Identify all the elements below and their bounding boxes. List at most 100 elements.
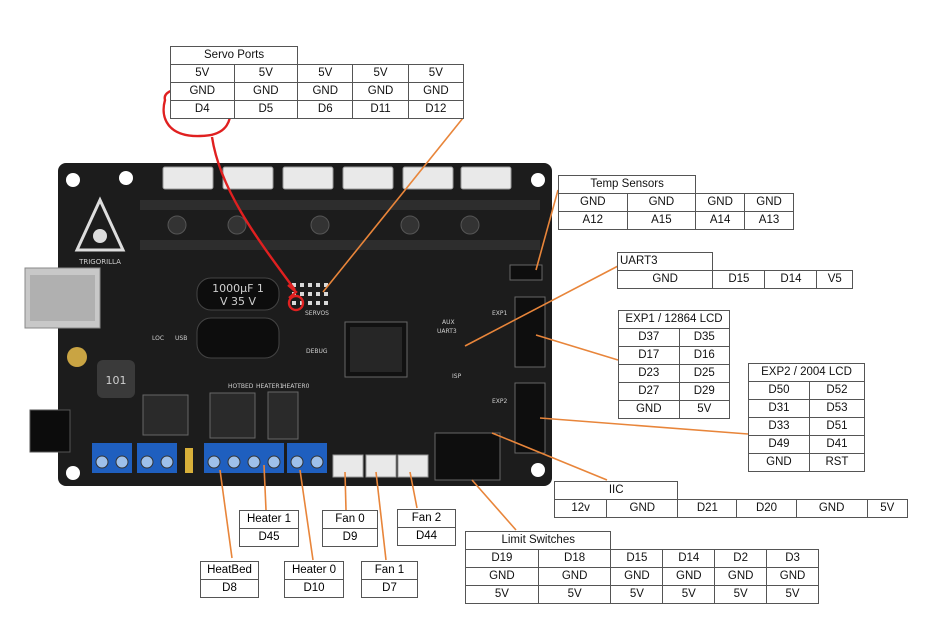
label-pin: D45 [240, 528, 298, 546]
table-cell: D31 [748, 399, 810, 418]
table-cell: D16 [678, 346, 731, 365]
table-cell: D12 [407, 100, 465, 119]
table-cell: GND [714, 567, 768, 586]
table-cell: D4 [170, 100, 235, 119]
table-cell: 5V [407, 64, 465, 83]
table-cell: 5V [537, 585, 612, 604]
table-cell: D52 [808, 381, 866, 400]
table-cell: A13 [744, 211, 794, 230]
exp2-title: EXP2 / 2004 LCD [748, 363, 865, 382]
svg-text:UART3: UART3 [437, 328, 457, 335]
table-cell: GND [744, 193, 794, 212]
fan1-label: Fan 1 D7 [361, 561, 418, 598]
table-cell: D17 [618, 346, 680, 365]
svg-text:HEATER0: HEATER0 [282, 383, 310, 390]
iic-table: IIC 12v GND D21 D20 GND 5V [553, 481, 909, 518]
svg-text:EXP1: EXP1 [492, 310, 508, 317]
table-cell: 5V [662, 585, 716, 604]
table-cell: 5V [866, 499, 909, 518]
table-cell: GND [465, 567, 539, 586]
svg-text:EXP2: EXP2 [492, 398, 508, 405]
table-cell: GND [407, 82, 465, 101]
table-cell: V5 [816, 270, 853, 289]
table-cell: 5V [170, 64, 235, 83]
uart3-title: UART3 [616, 252, 714, 271]
table-cell: 5V [297, 64, 354, 83]
table-cell: GND [662, 567, 716, 586]
limit-switches-table: Limit Switches D19 D18 D15 D14 D2 D3 GND… [464, 531, 819, 604]
table-cell: GND [352, 82, 409, 101]
table-cell: GND [558, 193, 628, 212]
label-title: Fan 2 [411, 512, 442, 524]
leader-lines [219, 117, 749, 561]
table-cell: D35 [678, 328, 731, 347]
label-title: HeatBed [207, 564, 252, 576]
table-cell: D21 [677, 499, 738, 518]
table-cell: D19 [465, 549, 539, 568]
label-title: Heater 0 [291, 564, 337, 576]
table-cell: D15 [610, 549, 664, 568]
temp-sensors-title: Temp Sensors [557, 175, 697, 194]
svg-text:HEATER1: HEATER1 [256, 383, 284, 390]
table-cell: D41 [808, 435, 866, 454]
svg-text:101: 101 [106, 374, 127, 387]
heater1-label: Heater 1 D45 [239, 510, 299, 547]
table-cell: D49 [748, 435, 810, 454]
iic-title: IIC [553, 481, 679, 500]
fan2-label: Fan 2 D44 [397, 509, 456, 546]
table-cell: GND [297, 82, 354, 101]
table-cell: 12v [553, 499, 608, 518]
heater0-label: Heater 0 D10 [284, 561, 344, 598]
table-cell: D23 [618, 364, 680, 383]
table-cell: GND [606, 499, 679, 518]
table-cell: D33 [748, 417, 810, 436]
svg-text:HOTBED: HOTBED [228, 383, 254, 390]
table-cell: GND [748, 453, 810, 472]
table-cell: D2 [714, 549, 768, 568]
servo-ports-table: Servo Ports 5V 5V 5V 5V 5V GND GND GND G… [169, 46, 465, 119]
table-cell: D18 [537, 549, 612, 568]
table-cell: D3 [766, 549, 819, 568]
table-cell: GND [795, 499, 868, 518]
table-cell: GND [616, 270, 714, 289]
label-pin: D10 [285, 579, 343, 597]
table-cell: D6 [297, 100, 354, 119]
table-cell: 5V [465, 585, 539, 604]
fan0-label: Fan 0 D9 [322, 510, 378, 547]
svg-text:1000μF 1: 1000μF 1 [212, 282, 264, 295]
table-cell: 5V [610, 585, 664, 604]
table-cell: D27 [618, 382, 680, 401]
servo-ports-title: Servo Ports [169, 46, 299, 65]
svg-text:ISP: ISP [452, 373, 462, 380]
table-cell: 5V [714, 585, 768, 604]
power-jack [29, 409, 71, 453]
table-cell: D25 [678, 364, 731, 383]
table-cell: D53 [808, 399, 866, 418]
limit-switches-title: Limit Switches [464, 531, 612, 550]
table-cell: 5V [352, 64, 409, 83]
svg-text:AUX: AUX [442, 319, 455, 326]
table-cell: D37 [618, 328, 680, 347]
table-cell: D51 [808, 417, 866, 436]
table-cell: GND [170, 82, 235, 101]
temp-sensors-table: Temp Sensors GND GND GND GND A12 A15 A14… [557, 175, 794, 230]
label-title: Fan 0 [335, 513, 365, 525]
uart3-table: UART3 GND D15 D14 V5 [616, 252, 853, 289]
svg-text:V 35 V: V 35 V [220, 295, 257, 308]
table-cell: D14 [764, 270, 818, 289]
svg-text:LOC: LOC [152, 335, 164, 342]
table-cell: RST [808, 453, 866, 472]
table-cell: A14 [695, 211, 746, 230]
exp1-title: EXP1 / 12864 LCD [618, 310, 730, 329]
trigorilla-logo: TRIGORILLA [74, 196, 126, 266]
screw-terminals [92, 443, 327, 473]
table-cell: 5V [766, 585, 819, 604]
table-cell: GND [233, 82, 299, 101]
table-cell: D15 [712, 270, 766, 289]
table-cell: 5V [233, 64, 299, 83]
heatbed-label: HeatBed D8 [200, 561, 259, 598]
svg-text:DEBUG: DEBUG [306, 348, 328, 355]
table-cell: D5 [233, 100, 299, 119]
